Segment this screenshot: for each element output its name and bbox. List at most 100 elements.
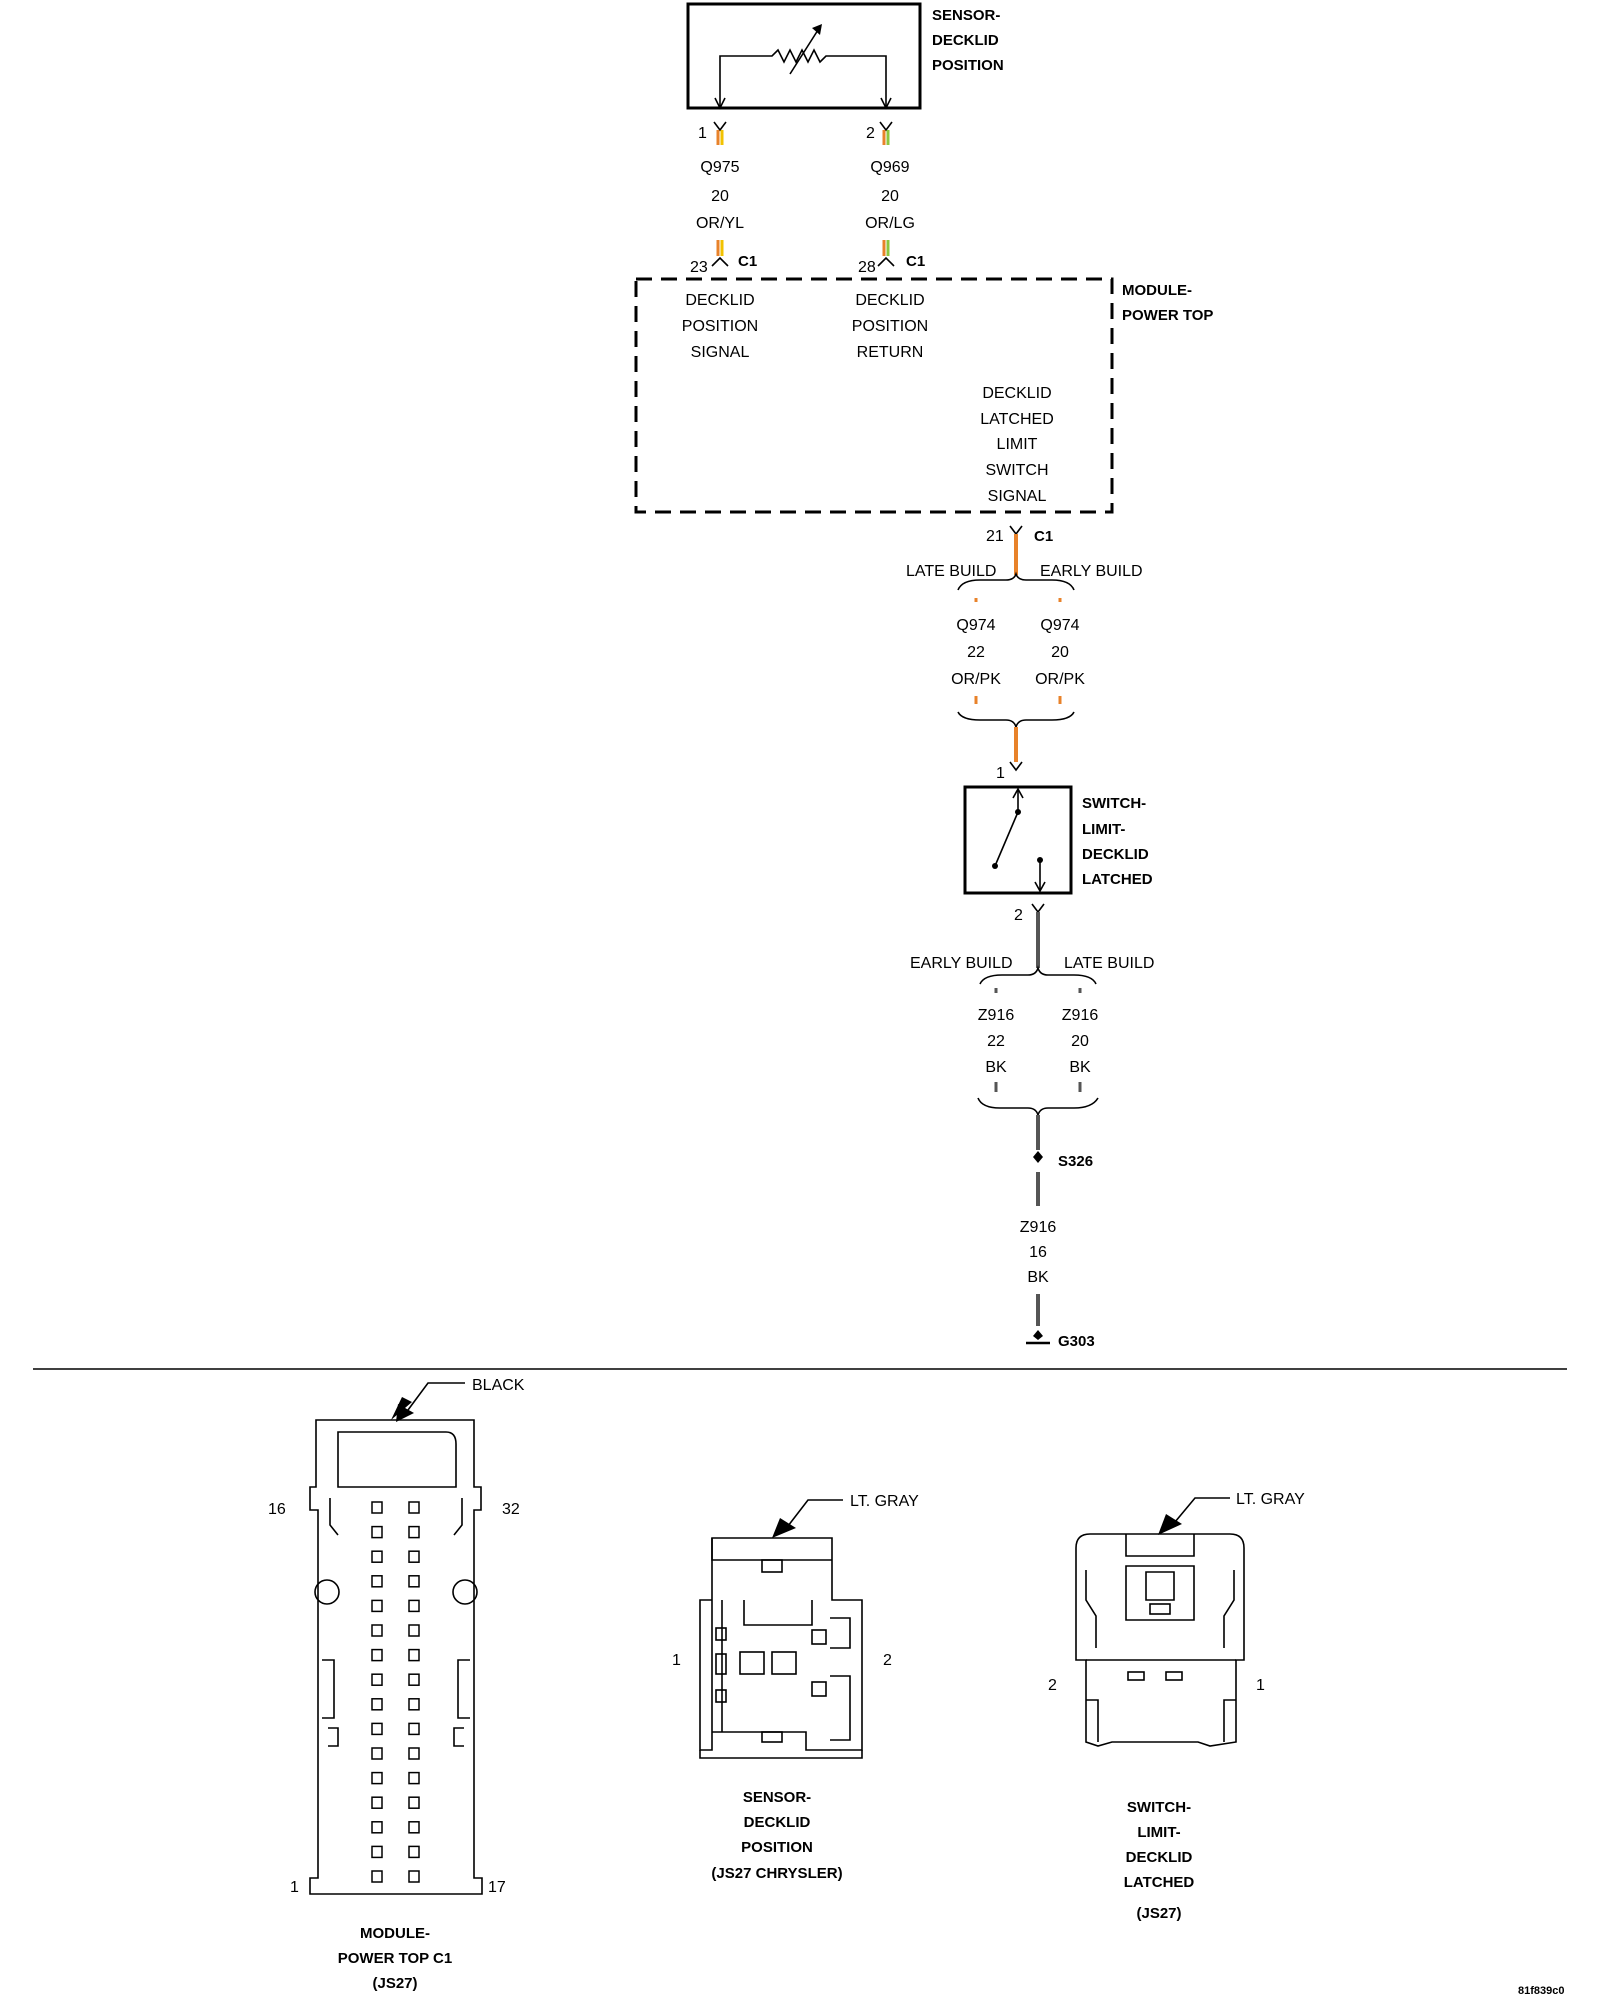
func-signal-line3: SIGNAL — [691, 344, 750, 361]
sensor-pin-2: 2 — [866, 121, 893, 142]
connector-view-switch: LT. GRAY 2 1 SWITCH- LIMIT- DECKLID LATC… — [1048, 1491, 1305, 1922]
sensor-color-label: LT. GRAY — [850, 1493, 919, 1510]
func-return-line1: DECKLID — [855, 292, 924, 309]
terminal-icon — [711, 256, 729, 267]
wire-circuit: Q969 — [870, 159, 909, 176]
sensor-conn-pin-2: 2 — [883, 1652, 892, 1669]
late-gauge: 22 — [967, 644, 985, 661]
connector-view-sensor: LT. GRAY 1 2 SENSOR- DECKLID POSITION (J… — [672, 1493, 919, 1882]
ground-wire-color: BK — [1027, 1269, 1049, 1286]
pin-cavity — [408, 1599, 420, 1613]
late-circuit: Z916 — [1062, 1007, 1099, 1024]
module-power-top: MODULE- POWER TOP DECKLID POSITION SIGNA… — [634, 277, 1213, 514]
ground-label: G303 — [1058, 1333, 1095, 1350]
module-c1-pin-16: 16 — [268, 1501, 286, 1518]
wire-gauge: 20 — [881, 188, 899, 205]
early-color: BK — [985, 1059, 1007, 1076]
sensor-pin-2-label: 2 — [866, 125, 875, 142]
pin-cavity — [408, 1771, 420, 1785]
module-c1-title-line3: (JS27) — [372, 1975, 417, 1992]
early-gauge: 22 — [987, 1033, 1005, 1050]
cavity-21: 21 — [986, 528, 1004, 545]
func-latched-line1: DECKLID — [982, 385, 1051, 402]
switch-color-label: LT. GRAY — [1236, 1491, 1305, 1508]
pin-cavity — [371, 1550, 383, 1563]
func-latched-line3: LIMIT — [997, 436, 1038, 453]
late-color: OR/PK — [951, 671, 1001, 688]
connector-c1-label: C1 — [738, 253, 757, 270]
sensor-name-line2: DECKLID — [932, 32, 999, 49]
cavity-23: 23 — [690, 259, 708, 276]
pin-cavity — [371, 1599, 383, 1613]
sensor-conn-title-line1: SENSOR- — [743, 1789, 811, 1806]
pin-cavity — [371, 1648, 383, 1662]
switch-limit-decklid-latched: 1 SWITCH- LIMIT- DECKLID LATCHED 2 — [963, 761, 1153, 968]
sensor-name-line1: SENSOR- — [932, 7, 1000, 24]
pin-cavity — [408, 1501, 420, 1514]
pin-cavity — [371, 1747, 383, 1760]
wire-gauge: 20 — [711, 188, 729, 205]
module-c1-color-label: BLACK — [472, 1377, 525, 1394]
pin-cavity — [371, 1575, 383, 1588]
variable-resistor-icon — [714, 24, 892, 110]
pin-cavity — [408, 1624, 420, 1637]
late-circuit: Q974 — [956, 617, 995, 634]
sensor-decklid-position: SENSOR- DECKLID POSITION — [686, 2, 1004, 110]
switch-conn-title-line3: DECKLID — [1126, 1849, 1193, 1866]
switch-conn-title-line4: LATCHED — [1124, 1874, 1195, 1891]
early-color: OR/PK — [1035, 671, 1085, 688]
terminal-icon — [713, 121, 727, 132]
early-build-label: EARLY BUILD — [1040, 563, 1143, 580]
splice-label: S326 — [1058, 1153, 1093, 1170]
pin-cavity — [408, 1870, 420, 1883]
pin-cavity — [408, 1673, 420, 1686]
module-c1-title-line2: POWER TOP C1 — [338, 1950, 452, 1967]
early-circuit: Q974 — [1040, 617, 1079, 634]
late-build-label: LATE BUILD — [1064, 955, 1154, 972]
pin-cavity — [408, 1845, 420, 1859]
ground-icon — [1033, 1330, 1043, 1340]
module-c1-pin-32: 32 — [502, 1501, 520, 1518]
terminal-icon — [1009, 761, 1023, 772]
sensor-conn-title-line2: DECKLID — [744, 1814, 811, 1831]
late-gauge: 20 — [1071, 1033, 1089, 1050]
switch-contact-icon — [992, 787, 1046, 893]
pin-cavity — [408, 1648, 420, 1662]
late-color: BK — [1069, 1059, 1091, 1076]
module-c1-pin-1: 1 — [290, 1879, 299, 1896]
pin-cavity — [371, 1722, 383, 1736]
pin-cavity — [371, 1845, 383, 1859]
terminal-icon — [877, 256, 895, 267]
terminal-icon — [1009, 525, 1023, 536]
func-signal-line1: DECKLID — [685, 292, 754, 309]
switch-conn-pin-2: 2 — [1048, 1677, 1057, 1694]
pin-cavity — [371, 1771, 383, 1785]
q974-split: LATE BUILD EARLY BUILD Q974 22 OR/PK Q97… — [906, 563, 1143, 762]
terminal-icon — [879, 121, 893, 132]
early-gauge: 20 — [1051, 644, 1069, 661]
splice-s326: S326 — [1033, 1151, 1093, 1206]
wire-q969: Q969 20 OR/LG 28 C1 — [858, 130, 925, 276]
ground-wire: Z916 16 BK — [1020, 1219, 1056, 1326]
switch-pin-1-label: 1 — [996, 765, 1005, 782]
pin-cavity — [371, 1673, 383, 1686]
pin-cavity — [371, 1698, 383, 1711]
module-name-line1: MODULE- — [1122, 282, 1192, 299]
sensor-conn-title-line3: POSITION — [741, 1839, 813, 1856]
switch-name-line3: DECKLID — [1082, 846, 1149, 863]
pin-cavity — [408, 1525, 420, 1539]
pin-cavity — [408, 1722, 420, 1736]
figure-id: 81f839c0 — [1518, 1985, 1565, 1997]
module-c1-pin-17: 17 — [488, 1879, 506, 1896]
pin-cavity — [408, 1796, 420, 1809]
ground-g303: G303 — [1026, 1330, 1095, 1350]
pin-cavity — [371, 1624, 383, 1637]
module-c1-title-line1: MODULE- — [360, 1925, 430, 1942]
func-latched-line4: SWITCH — [985, 462, 1048, 479]
connector-view-module-c1: BLACK 16 32 1 17 MODULE- POWER TOP C1 (J… — [268, 1377, 525, 1992]
pin-cavity — [371, 1525, 383, 1539]
func-latched-line2: LATCHED — [980, 411, 1054, 428]
wire-color: OR/YL — [696, 215, 744, 232]
switch-conn-title-line5: (JS27) — [1136, 1905, 1181, 1922]
